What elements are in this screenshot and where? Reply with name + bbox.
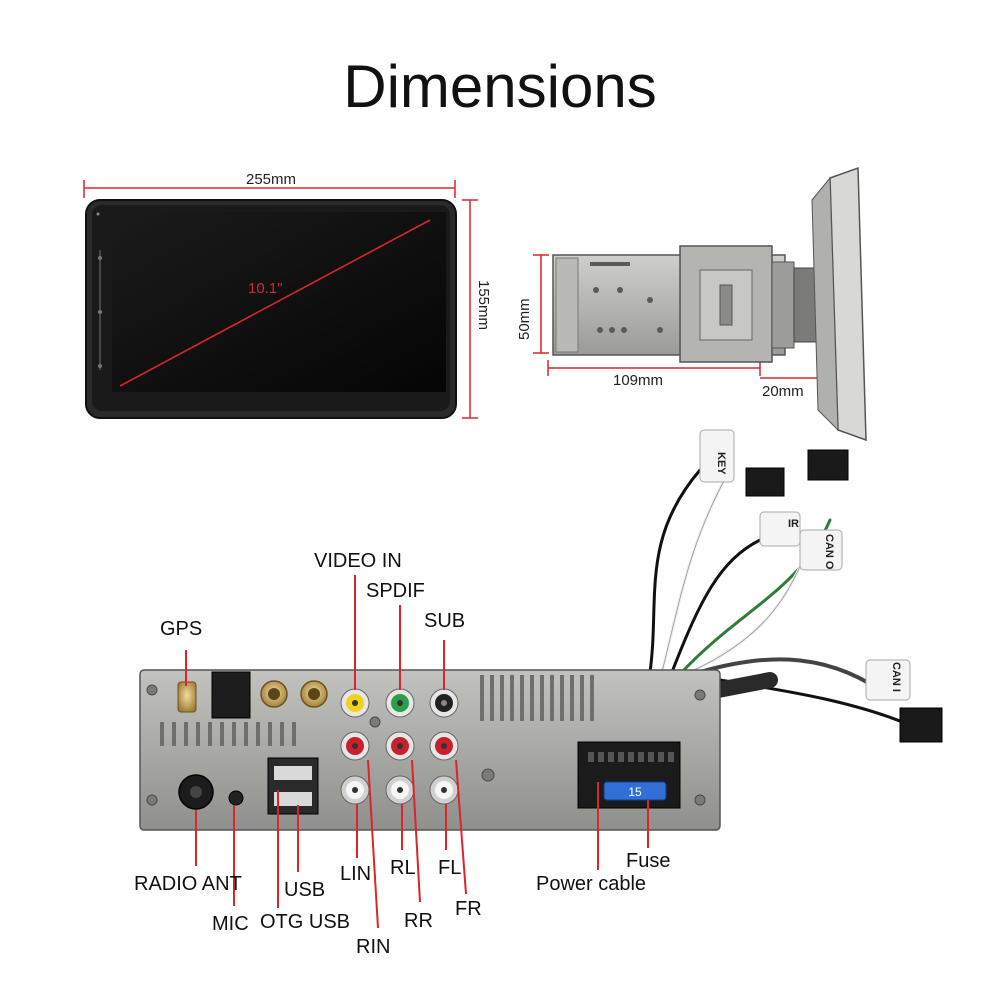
video-in-label: VIDEO IN	[314, 550, 402, 572]
mic-socket	[228, 790, 244, 806]
rear-panel: 15	[139, 669, 721, 831]
leader-lines	[185, 575, 649, 929]
side-height-label: 50mm	[516, 298, 533, 340]
fuse-rating: 15	[628, 785, 642, 799]
side-view	[533, 166, 867, 442]
rl-label: RL	[390, 857, 416, 879]
height-label: 155mm	[475, 280, 492, 331]
can-o-tag-label: CAN O	[823, 534, 835, 570]
ir-tag-label: IR	[788, 518, 799, 530]
can-i-tag	[865, 659, 911, 701]
fuse-label: Fuse	[626, 850, 671, 872]
gps-label: GPS	[160, 618, 203, 640]
usb-label: USB	[284, 879, 326, 901]
radio-ant-label: RADIO ANT	[134, 873, 242, 895]
rca-row-top	[340, 688, 459, 718]
rr-label: RR	[404, 910, 433, 932]
ir-connector	[807, 449, 849, 481]
can-i-connector	[899, 707, 943, 743]
spdif-label: SPDIF	[366, 580, 425, 602]
width-label: 255mm	[246, 171, 297, 188]
mic-label: MIC	[212, 913, 249, 935]
key-tag-label: KEY	[715, 452, 727, 475]
diagonal-label: 10.1"	[248, 280, 283, 297]
protrusion-label: 20mm	[762, 383, 804, 400]
rca-row-middle	[340, 731, 459, 761]
gps-connector	[177, 681, 197, 713]
front-view	[83, 180, 478, 419]
lin-label: LIN	[340, 863, 372, 885]
otg-usb-label: OTG USB	[260, 911, 351, 933]
fuse	[603, 781, 667, 801]
key-tag	[699, 429, 735, 483]
can-i-tag-label: CAN I	[890, 662, 902, 692]
fr-label: FR	[455, 898, 482, 920]
key-connector	[745, 467, 785, 497]
diagonal-line	[119, 219, 431, 387]
depth-label: 109mm	[613, 372, 664, 389]
rin-label: RIN	[356, 936, 391, 958]
page-title: Dimensions	[343, 53, 657, 120]
rca-row-bottom	[340, 775, 459, 805]
power-cable-label: Power cable	[536, 873, 647, 895]
ir-tag	[759, 511, 801, 547]
fl-label: FL	[438, 857, 462, 879]
sub-label: SUB	[424, 610, 466, 632]
can-o-tag	[799, 529, 843, 571]
